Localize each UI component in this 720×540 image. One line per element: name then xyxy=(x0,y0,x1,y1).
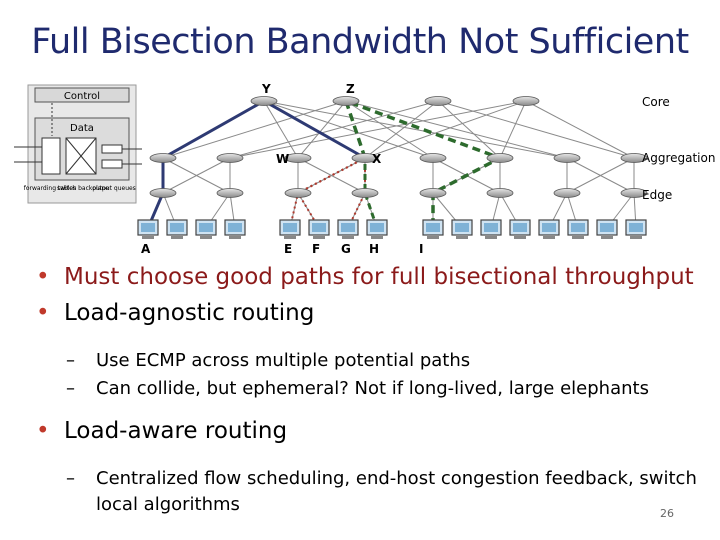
host-label-f: F xyxy=(312,242,320,256)
core-agg-link xyxy=(345,100,568,159)
aggregation-switch xyxy=(351,153,379,163)
switch-architecture-inset: Control Data forwarding tables switch ba… xyxy=(14,84,142,204)
aggregation-switch xyxy=(553,153,581,163)
aggregation-switch xyxy=(419,153,447,163)
bullet-full-bisection: • Must choose good paths for full bisect… xyxy=(30,262,710,292)
core-switch xyxy=(332,96,360,106)
inset-label-queues: output queues xyxy=(92,185,136,192)
layer-label-aggregation: Aggregation xyxy=(642,151,715,165)
sub-bullet-text: Can collide, but ephemeral? Not if long-… xyxy=(96,378,649,399)
network-nodes xyxy=(137,96,648,239)
bullet-dot: • xyxy=(36,300,50,326)
core-switch xyxy=(250,96,278,106)
aggregation-switch xyxy=(284,153,312,163)
core-switch xyxy=(512,96,540,106)
sub-bullet-centralized: – Centralized flow scheduling, end-host … xyxy=(66,468,697,515)
core-agg-link xyxy=(263,100,434,159)
host-monitor-icon xyxy=(366,219,388,239)
core-agg-link xyxy=(525,100,635,159)
host-monitor-icon xyxy=(480,219,502,239)
edge-switch xyxy=(620,188,648,198)
layer-label-edge: Edge xyxy=(642,188,672,202)
aggregation-switch xyxy=(216,153,244,163)
core-agg-link xyxy=(162,100,347,159)
sub-bullet-collide: – Can collide, but ephemeral? Not if lon… xyxy=(66,378,649,399)
edge-switch xyxy=(284,188,312,198)
host-monitor-icon xyxy=(137,219,159,239)
core-agg-link xyxy=(345,100,434,159)
switch-label-w: W xyxy=(276,152,289,166)
highlighted-paths xyxy=(146,98,505,229)
layer-label-core: Core xyxy=(642,95,670,109)
bullet-text: Must choose good paths for full bisectio… xyxy=(64,264,694,290)
host-monitor-icon xyxy=(596,219,618,239)
bullet-load-aware: • Load-aware routing xyxy=(30,416,710,446)
path-a-to-y xyxy=(146,99,366,229)
host-monitor-icon xyxy=(538,219,560,239)
inset-data-label: Data xyxy=(70,123,94,134)
core-agg-link xyxy=(437,100,635,159)
path-green-h xyxy=(363,158,379,229)
switch-label-y: Y xyxy=(261,82,271,96)
host-monitor-icon xyxy=(308,219,330,239)
edge-switch xyxy=(216,188,244,198)
slide-title: Full Bisection Bandwidth Not Sufficient xyxy=(31,22,689,62)
agg-edge-link xyxy=(297,157,366,194)
core-agg-link xyxy=(437,100,501,159)
host-monitor-icon xyxy=(567,219,589,239)
host-label-i: I xyxy=(419,242,423,256)
edge-switch xyxy=(149,188,177,198)
bullet-load-agnostic: • Load-agnostic routing xyxy=(30,298,710,328)
core-agg-link xyxy=(229,100,439,159)
host-monitor-icon xyxy=(451,219,473,239)
sub-bullet-text: Centralized flow scheduling, end-host co… xyxy=(96,468,697,515)
bullet-text: Load-aware routing xyxy=(64,418,288,444)
host-monitor-icon xyxy=(625,219,647,239)
host-monitor-icon xyxy=(337,219,359,239)
core-agg-link xyxy=(364,100,527,159)
inset-label-backplane: switch backplane xyxy=(57,185,109,192)
switch-label-x: X xyxy=(372,152,382,166)
host-label-e: E xyxy=(284,242,292,256)
host-label-g: G xyxy=(341,242,351,256)
host-monitor-icon xyxy=(224,219,246,239)
core-agg-link xyxy=(263,100,299,159)
agg-edge-link xyxy=(566,157,635,194)
bullet-list: • Must choose good paths for full bisect… xyxy=(30,262,710,520)
core-agg-link xyxy=(499,100,527,159)
core-switch xyxy=(424,96,452,106)
host-label-a: A xyxy=(141,242,151,256)
edge-switch xyxy=(486,188,514,198)
bullet-dot: • xyxy=(36,264,50,290)
bullet-text: Load-agnostic routing xyxy=(64,300,315,326)
aggregation-switch xyxy=(486,153,514,163)
inset-label-forwarding: forwarding tables xyxy=(24,185,77,192)
host-monitor-icon xyxy=(166,219,188,239)
host-monitor-icon xyxy=(509,219,531,239)
edge-switch xyxy=(351,188,379,198)
core-agg-link xyxy=(229,100,527,159)
aggregation-switch xyxy=(149,153,177,163)
page-number: 26 xyxy=(660,507,674,520)
host-label-h: H xyxy=(369,242,379,256)
host-monitor-icon xyxy=(195,219,217,239)
core-agg-link xyxy=(263,100,568,159)
core-agg-link xyxy=(297,100,347,159)
edge-switch xyxy=(419,188,447,198)
edge-switch xyxy=(553,188,581,198)
core-agg-link xyxy=(364,100,439,159)
sub-bullet-text: Use ECMP across multiple potential paths xyxy=(96,350,471,371)
network-links xyxy=(147,100,637,229)
agg-edge-link xyxy=(162,157,231,194)
aggregation-switch xyxy=(620,153,648,163)
bullet-dot: • xyxy=(36,418,50,444)
host-monitor-icon xyxy=(279,219,301,239)
sub-bullet-ecmp: – Use ECMP across multiple potential pat… xyxy=(66,350,471,371)
switch-label-z: Z xyxy=(346,82,355,96)
inset-control-label: Control xyxy=(64,91,100,102)
host-monitor-icon xyxy=(422,219,444,239)
fat-tree-diagram: Control Data forwarding tables switch ba… xyxy=(14,82,715,256)
